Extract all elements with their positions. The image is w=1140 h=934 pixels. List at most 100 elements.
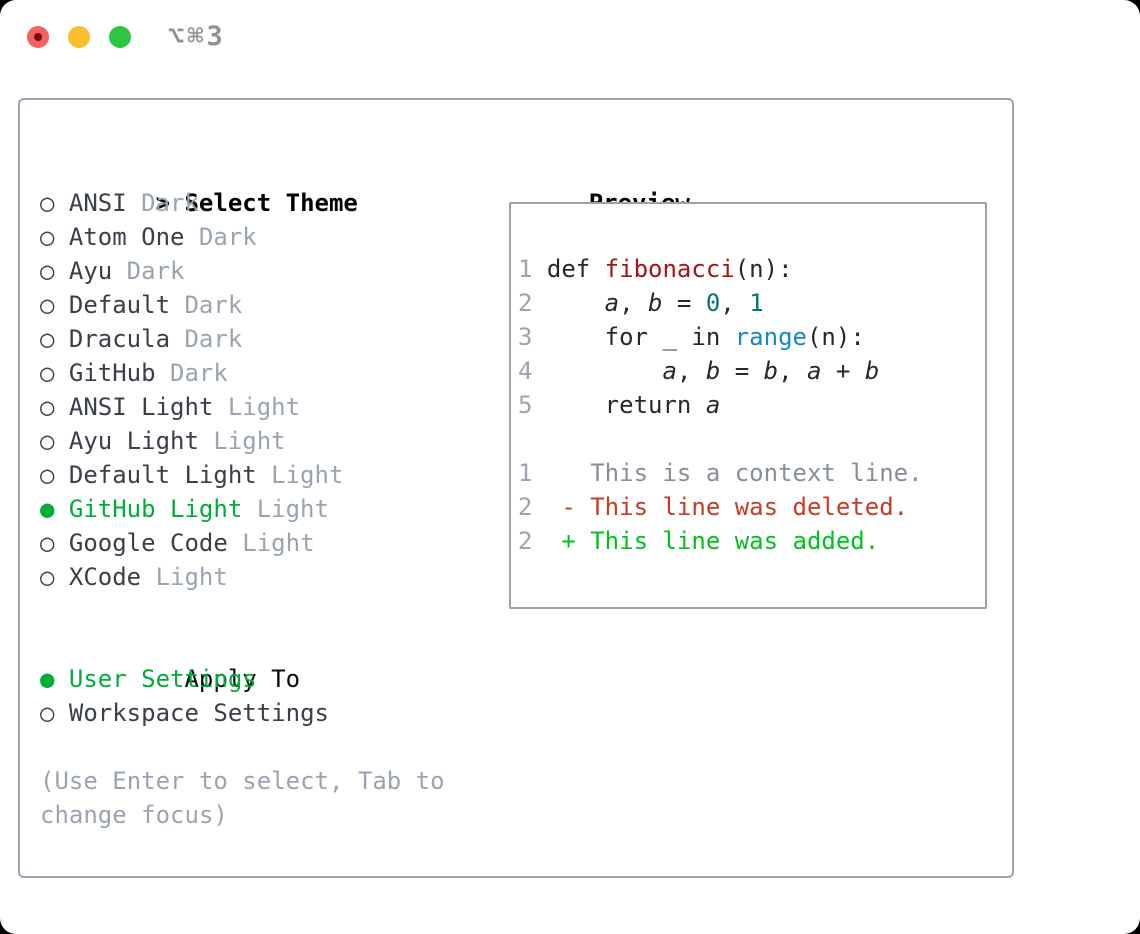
apply-to-list: ●User Settings ○ Workspace Settings <box>40 662 445 730</box>
code-token-del: - This line was deleted. <box>546 493 909 521</box>
traffic-lights <box>27 26 131 48</box>
theme-name: GitHub <box>68 359 156 387</box>
diff-line: 2 - This line was deleted. <box>518 490 977 524</box>
diff-line: 2 + This line was added. <box>518 524 977 558</box>
apply-option-workspace-settings[interactable]: ○ Workspace Settings <box>40 696 445 730</box>
close-button[interactable] <box>27 26 49 48</box>
code-token-plain: return <box>546 391 706 419</box>
radio-unselected-icon: ○ <box>40 257 55 285</box>
spacer-row <box>40 594 445 628</box>
code-line: 2 a, b = 0, 1 <box>518 286 977 320</box>
radio-unselected-icon: ○ <box>40 189 55 217</box>
theme-option-ansi[interactable]: ○ ANSI Dark <box>40 186 445 220</box>
theme-name: ANSI <box>68 189 127 217</box>
apply-option-name: Workspace Settings <box>68 699 329 727</box>
code-token-plain <box>547 289 605 317</box>
preview-header: Preview <box>502 152 690 217</box>
code-token-var: a <box>604 289 620 317</box>
apply-to-title: Apply To <box>184 665 301 693</box>
theme-name: Default Light <box>68 461 257 489</box>
code-token-plain: , <box>720 289 750 317</box>
code-token-plain: , <box>619 289 649 317</box>
theme-name: GitHub Light <box>68 495 243 523</box>
theme-name: Atom One <box>68 223 185 251</box>
apply-option-user-settings[interactable]: ●User Settings <box>40 662 445 696</box>
theme-name: ANSI Light <box>68 393 214 421</box>
line-number: 1 <box>518 255 533 283</box>
hint-text-line-1: (Use Enter to select, Tab to <box>40 767 445 795</box>
theme-name: Ayu Light <box>68 427 199 455</box>
maximize-button[interactable] <box>109 26 131 48</box>
code-token-var: a <box>705 391 721 419</box>
code-line: 3 for _ in range(n): <box>518 320 977 354</box>
code-token-num: 0 <box>705 289 721 317</box>
radio-selected-icon: ● <box>40 665 55 693</box>
minimize-button[interactable] <box>68 26 90 48</box>
code-token-plain: + <box>821 357 865 385</box>
window-title: ⌥⌘3 <box>168 21 226 52</box>
radio-unselected-icon: ○ <box>40 291 55 319</box>
code-token-plain: for _ in <box>546 323 735 351</box>
theme-option-dracula[interactable]: ○ Dracula Dark <box>40 322 445 356</box>
radio-unselected-icon: ○ <box>40 529 55 557</box>
line-number: 4 <box>518 357 533 385</box>
radio-unselected-icon: ○ <box>40 699 55 727</box>
radio-unselected-icon: ○ <box>40 461 55 489</box>
code-line: 5 return a <box>518 388 977 422</box>
line-number: 3 <box>518 323 533 351</box>
code-token-plain: def <box>546 255 605 283</box>
code-token-plain: , <box>778 357 807 385</box>
code-token-plain: (n): <box>806 323 865 351</box>
code-token-var: b <box>864 357 880 385</box>
radio-unselected-icon: ○ <box>40 325 55 353</box>
prompt-icon: > <box>155 189 171 217</box>
select-theme-title: Select Theme <box>184 189 358 217</box>
code-token-call: range <box>734 323 807 351</box>
line-number: 1 <box>518 459 533 487</box>
code-line: 4 a, b = b, a + b <box>518 354 977 388</box>
code-token-plain <box>547 357 663 385</box>
code-token-var: b <box>648 289 663 317</box>
select-theme-header: > Select Theme <box>40 152 445 217</box>
hint-text-line-2: change focus) <box>40 801 228 829</box>
spacer-row <box>40 730 445 764</box>
line-number: 2 <box>518 289 533 317</box>
theme-variant-tag: Light <box>213 427 286 455</box>
code-token-plain: = <box>662 289 706 317</box>
theme-name: Google Code <box>68 529 228 557</box>
theme-variant-tag: Light <box>155 563 228 591</box>
code-token-var: b <box>705 357 721 385</box>
diff-line: 1 This is a context line. <box>518 456 977 490</box>
theme-name: Default <box>68 291 171 319</box>
theme-name: XCode <box>68 563 142 591</box>
theme-name: Dracula <box>68 325 171 353</box>
code-token-plain: , <box>676 357 706 385</box>
theme-variant-tag: Dark <box>184 325 243 353</box>
theme-variant-tag: Dark <box>141 189 199 217</box>
code-token-plain: (n): <box>734 255 793 283</box>
apply-to-header: Apply To <box>40 628 445 693</box>
line-number: 5 <box>518 391 533 419</box>
code-token-var: a <box>807 357 822 385</box>
line-number: 2 <box>518 527 533 555</box>
theme-variant-tag: Light <box>256 495 329 523</box>
code-token-plain: = <box>720 357 764 385</box>
code-token-var: b <box>763 357 779 385</box>
radio-unselected-icon: ○ <box>40 393 55 421</box>
